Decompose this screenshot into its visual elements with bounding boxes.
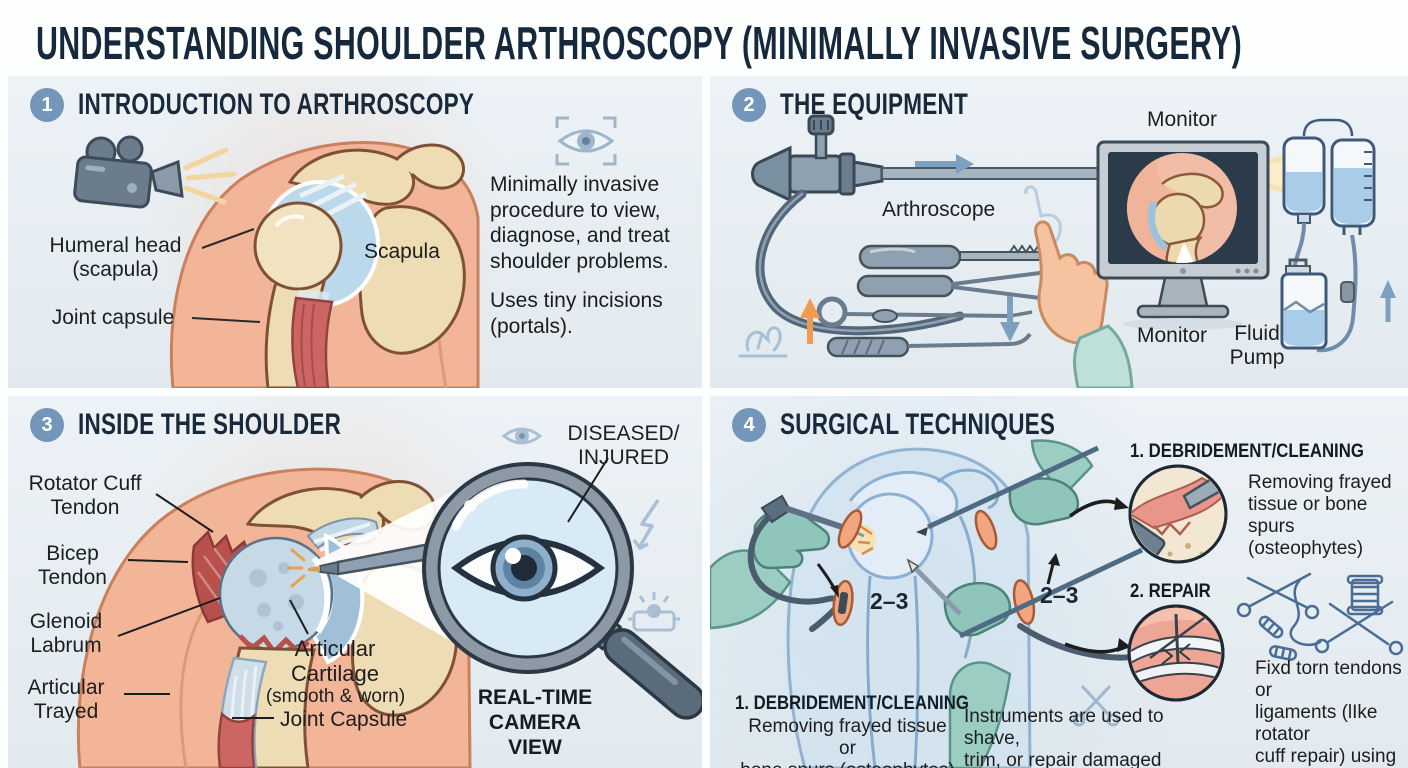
instrument-sketch-icon bbox=[738, 326, 788, 358]
label-monitor-bottom: Monitor bbox=[1136, 324, 1208, 347]
eye-icon bbox=[501, 427, 543, 445]
debridement-detail-circle bbox=[1128, 464, 1228, 564]
panel4-header: 4 SURGICAL TECHNIQUES bbox=[732, 408, 1147, 442]
panel-surgical-techniques: 4 SURGICAL TECHNIQUES 2–3 2–3 1. DEBRIDE… bbox=[710, 396, 1408, 768]
magnifier-icon bbox=[422, 462, 702, 720]
lightning-icon bbox=[632, 499, 660, 550]
page-title: UNDERSTANDING SHOULDER ARTHROSCOPY (MINI… bbox=[36, 17, 1243, 69]
label-diseased-injured: DISEASED/ INJURED bbox=[567, 422, 680, 470]
down-arrow-icon bbox=[1000, 296, 1020, 342]
monitor-illustration bbox=[1096, 140, 1270, 330]
instruments-note: Instruments are used to shave, trim, or … bbox=[964, 706, 1164, 768]
step2-text: Fixd torn tendons or ligaments (lIke rot… bbox=[1255, 658, 1402, 768]
panel2-title: THE EQUIPMENT bbox=[780, 88, 968, 121]
panel4-number-badge: 4 bbox=[732, 408, 766, 442]
panel4-artwork bbox=[710, 439, 1404, 768]
repair-detail-circle bbox=[1127, 604, 1225, 702]
black-arrows bbox=[816, 497, 1131, 654]
label-fluid-pump: Fluid Pump bbox=[1229, 322, 1285, 370]
step2-title: 2. REPAIR bbox=[1130, 580, 1211, 602]
intro-incisions-note: Uses tiny incisions (portals). bbox=[490, 289, 663, 338]
fluid-system-illustration bbox=[1280, 118, 1396, 353]
intro-description: Minimally invasive procedure to view, di… bbox=[490, 173, 670, 273]
camera-device-icon bbox=[628, 592, 680, 632]
label-joint-capsule: Joint capsule bbox=[51, 306, 175, 329]
bottom-step1-text: Removing frayed tissue or bone spurs (os… bbox=[740, 716, 954, 768]
panel-introduction: 1 INTRODUCTION TO ARTHROSCOPY Humeral he… bbox=[8, 76, 702, 388]
scissors-icon bbox=[1072, 684, 1120, 727]
panel3-header: 3 INSIDE THE SHOULDER bbox=[30, 408, 429, 442]
right-arrow-icon bbox=[915, 154, 974, 174]
fluid-up-arrow-icon bbox=[1380, 280, 1396, 322]
panel1-header: 1 INTRODUCTION TO ARTHROSCOPY bbox=[30, 88, 606, 122]
label-articular-cartilage-sub: (smooth & worn) bbox=[265, 686, 406, 707]
label-camera-view: REAL-TIME CAMERA VIEW bbox=[477, 686, 593, 759]
label-monitor-top: Monitor bbox=[1146, 108, 1218, 131]
suture-tools-illustration bbox=[1236, 572, 1404, 661]
eye-scan-icon bbox=[555, 116, 617, 166]
panel1-number-badge: 1 bbox=[30, 88, 64, 122]
label-glenoid-labrum: Glenoid Labrum bbox=[29, 610, 103, 658]
panel2-number-badge: 2 bbox=[732, 88, 766, 122]
bottom-step1-title: 1. DEBRIDEMENT/CLEANING bbox=[735, 692, 969, 714]
panel3-number-badge: 3 bbox=[30, 408, 64, 442]
portal-count-right: 2–3 bbox=[1040, 582, 1079, 608]
upper-right-hand-with-instrument bbox=[916, 439, 1100, 536]
eye-in-magnifier bbox=[450, 534, 606, 602]
panel2-artwork bbox=[738, 114, 1396, 388]
label-articular-trayed: Articular Trayed bbox=[27, 676, 105, 724]
label-bicep-tendon: Bicep Tendon bbox=[38, 542, 107, 590]
panel2-header: 2 THE EQUIPMENT bbox=[732, 88, 1031, 122]
up-arrow-orange-icon bbox=[800, 298, 820, 344]
step1-text: Removing frayed tissue or bone spurs (os… bbox=[1248, 472, 1392, 560]
pointing-hand-icon bbox=[1024, 185, 1134, 388]
label-articular-cartilage: Articular Cartilage bbox=[290, 636, 380, 687]
leader-lines bbox=[191, 228, 261, 323]
leader-lines bbox=[117, 457, 609, 719]
step1-title: 1. DEBRIDEMENT/CLEANING bbox=[1130, 440, 1364, 462]
panel4-title: SURGICAL TECHNIQUES bbox=[780, 408, 1056, 441]
label-humeral-head: Humeral head (scapula) bbox=[49, 234, 182, 282]
panel1-artwork bbox=[73, 116, 617, 388]
label-rotator-cuff: Rotator Cuff Tendon bbox=[28, 472, 142, 520]
panel3-artwork bbox=[76, 427, 702, 768]
portal-count-left: 2–3 bbox=[870, 588, 909, 614]
label-joint-capsule-3: Joint Capsule bbox=[280, 708, 408, 731]
label-scapula: Scapula bbox=[364, 240, 440, 263]
panel1-title: INTRODUCTION TO ARTHROSCOPY bbox=[78, 88, 475, 121]
label-arthroscope: Arthroscope bbox=[882, 198, 996, 221]
panel-inside-shoulder: 3 INSIDE THE SHOULDER Rotator Cuff Tendo… bbox=[8, 396, 702, 768]
panel3-title: INSIDE THE SHOULDER bbox=[78, 408, 342, 441]
panel-equipment: 2 THE EQUIPMENT Arthroscope Monitor Moni… bbox=[710, 76, 1408, 388]
shoulder-anatomy-illustration bbox=[169, 141, 480, 388]
video-camera-icon bbox=[73, 135, 237, 209]
instrument-set-illustration bbox=[816, 243, 1042, 358]
